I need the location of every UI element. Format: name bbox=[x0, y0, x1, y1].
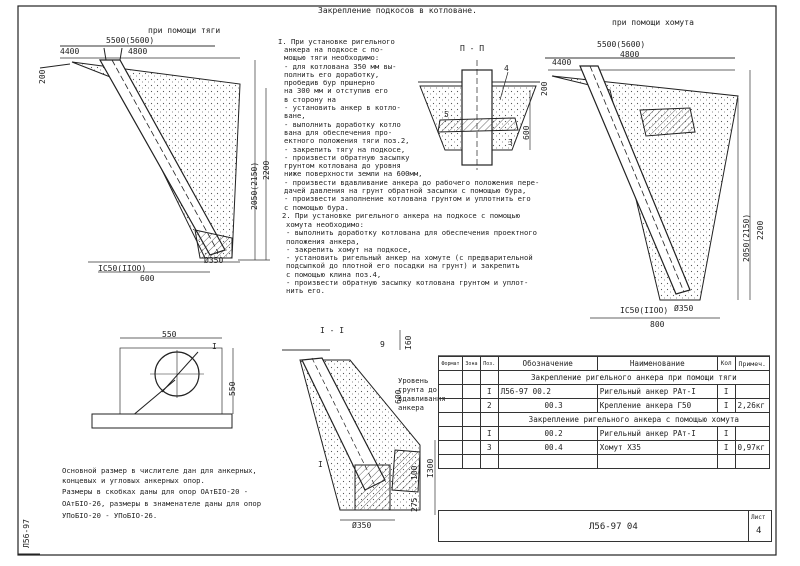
instruction-line: - установить ригельный анкер на хомуте (… bbox=[286, 253, 533, 263]
instruction-line: хомута необходимо: bbox=[286, 220, 364, 229]
instr-p1-list: анкера на подкосе с по-мощью тяги необхо… bbox=[284, 45, 540, 212]
plan-dim-550-side: 550 bbox=[228, 381, 237, 396]
left-view-drawing bbox=[39, 45, 270, 273]
section-ii-dim-600: 600 bbox=[394, 389, 403, 404]
instruction-line: ектного положения тяги поз.2, bbox=[284, 136, 410, 146]
right-base-label: IС50(IIOO) bbox=[620, 306, 669, 315]
section-pp-mark-5: 5 bbox=[444, 110, 449, 119]
plan-dim-550-top: 550 bbox=[162, 330, 177, 339]
sheet-number-cell: Лист 4 bbox=[748, 511, 771, 541]
col-zone: Зона bbox=[462, 356, 481, 371]
instruction-line: - установить анкер в котло- bbox=[284, 103, 401, 113]
left-dim-2200: 2200 bbox=[262, 160, 271, 180]
col-qty: Кол bbox=[716, 356, 736, 371]
section-ii-dim-100: 100 bbox=[410, 465, 419, 480]
left-heading: при помощи тяги bbox=[148, 26, 221, 35]
left-dim-b: 4800 bbox=[128, 47, 148, 56]
instruction-line: - произвести обратную засыпку котлована … bbox=[286, 278, 529, 288]
plan-mark-i: I bbox=[212, 342, 217, 351]
col-name: Наименование bbox=[596, 356, 718, 371]
instruction-line: с помощью клина поз.4, bbox=[286, 269, 382, 279]
title-block: Л56-97 04 Лист 4 bbox=[438, 510, 772, 542]
instruction-line: грунтом котлована до уровня bbox=[284, 161, 401, 171]
sheet-label: Лист bbox=[751, 514, 766, 521]
instruction-line: ване, bbox=[284, 111, 306, 121]
right-dim-200: 200 bbox=[540, 81, 549, 96]
bottom-notes: Основной размер в числителе дан для анке… bbox=[62, 466, 262, 520]
instruction-line: - закрепить тягу на подкосе, bbox=[284, 144, 406, 154]
left-width: 600 bbox=[140, 274, 155, 283]
section-ii-dim-160: I60 bbox=[404, 335, 413, 350]
right-dim-2200: 2200 bbox=[756, 220, 765, 240]
instruction-line: пробедив бур пршнерно bbox=[284, 78, 375, 88]
instruction-line: - произвести заполнение котлована грунто… bbox=[284, 194, 531, 204]
right-dim-a: 4400 bbox=[552, 58, 572, 67]
col-format: Формат bbox=[437, 356, 464, 371]
instr-p2-list: хомута необходимо:- выполнить доработку … bbox=[286, 220, 537, 296]
instruction-line: - выполнить доработку котло bbox=[284, 119, 401, 129]
right-dia: Ø350 bbox=[674, 304, 694, 313]
sheet-title: Закрепление подкосов в котловане. bbox=[318, 6, 477, 15]
instruction-line: в сторону на bbox=[284, 94, 336, 104]
left-dim-200: 200 bbox=[38, 69, 47, 84]
section-pp-mark-3: 3 bbox=[508, 138, 513, 147]
instruction-line: - произвести обратную засыпку bbox=[284, 152, 410, 162]
section-ii-dia: Ø350 bbox=[352, 521, 372, 530]
instruction-line: с помощью бура. bbox=[284, 202, 349, 212]
instruction-line: - закрепить хомут на подкосе, bbox=[286, 244, 412, 254]
instruction-line: - выполнить доработку котлована для обес… bbox=[286, 228, 537, 238]
instr-p1-title: I. При установке ригельного bbox=[278, 37, 395, 46]
left-base-label: IС50(IIOO) bbox=[98, 264, 147, 273]
section-pp-drawing bbox=[418, 60, 540, 170]
instruction-line: полнить его доработку, bbox=[284, 69, 380, 79]
col-code: Обозначение bbox=[497, 356, 598, 371]
instruction-line: ниже поверхности земли на 600мм, bbox=[284, 169, 423, 179]
left-dim-2050: 2050(2150) bbox=[250, 161, 259, 210]
instruction-line: - произвести вдавливание анкера до рабоч… bbox=[284, 177, 540, 187]
section-ii-level-note: Уровень грунта до вдавливания анкера bbox=[398, 376, 446, 412]
specification-table: Формат Зона Поз. Обозначение Наименовани… bbox=[437, 356, 771, 469]
left-dim-a: 4400 bbox=[60, 47, 80, 56]
side-code: Л56-97 bbox=[22, 519, 31, 548]
sheet-number: 4 bbox=[756, 526, 762, 536]
instruction-line: на 300 мм и отступив его bbox=[284, 86, 388, 96]
section-ii-angle: 9 bbox=[380, 340, 385, 349]
left-dia: Ø350 bbox=[204, 256, 224, 265]
instruction-line: анкера на подкосе с по- bbox=[284, 45, 384, 54]
instruction-line: подсыпкой до плотной его посадки на грун… bbox=[286, 261, 520, 271]
spec-section-1: Закрепление ригельного анкера при помощи… bbox=[497, 370, 771, 385]
right-dim-2050: 2050(2150) bbox=[742, 213, 751, 262]
left-dim-total: 5500(5600) bbox=[106, 36, 155, 45]
right-width: 800 bbox=[650, 320, 665, 329]
stamp-code: Л56-97 04 bbox=[589, 522, 638, 532]
instruction-line: положения анкера, bbox=[286, 236, 360, 246]
instr-p2-title: 2. При установке ригельного анкера на по… bbox=[282, 211, 520, 220]
section-ii-dim-1300: I300 bbox=[426, 458, 435, 478]
section-ii-label: I - I bbox=[320, 326, 345, 335]
instruction-line: - для котлована 350 мм вы- bbox=[284, 61, 397, 71]
right-dim-b: 4800 bbox=[620, 50, 640, 59]
instruction-line: нить его. bbox=[286, 286, 325, 296]
section-ii-drawing bbox=[282, 330, 436, 521]
right-view-drawing bbox=[545, 57, 751, 319]
instruction-line: вана для обеспечения про- bbox=[284, 127, 393, 137]
plan-view-drawing bbox=[91, 337, 234, 429]
col-note: Примеч. bbox=[734, 356, 771, 371]
col-poz: Поз. bbox=[479, 356, 499, 371]
section-ii-dim-275: 275 bbox=[410, 497, 419, 512]
instruction-line: мощью тяги необходимо: bbox=[284, 53, 380, 63]
spec-section-2: Закрепление ригельного анкера с помощью … bbox=[497, 412, 771, 427]
right-dim-total: 5500(5600) bbox=[597, 40, 646, 49]
right-heading: при помощи хомута bbox=[612, 18, 694, 27]
section-pp-mark-4: 4 bbox=[504, 64, 509, 73]
section-pp-label: П - П bbox=[460, 44, 485, 53]
section-ii-mark-i: I bbox=[318, 460, 323, 469]
instruction-line: дачей давления на грунт обратной засыпки… bbox=[284, 186, 527, 196]
